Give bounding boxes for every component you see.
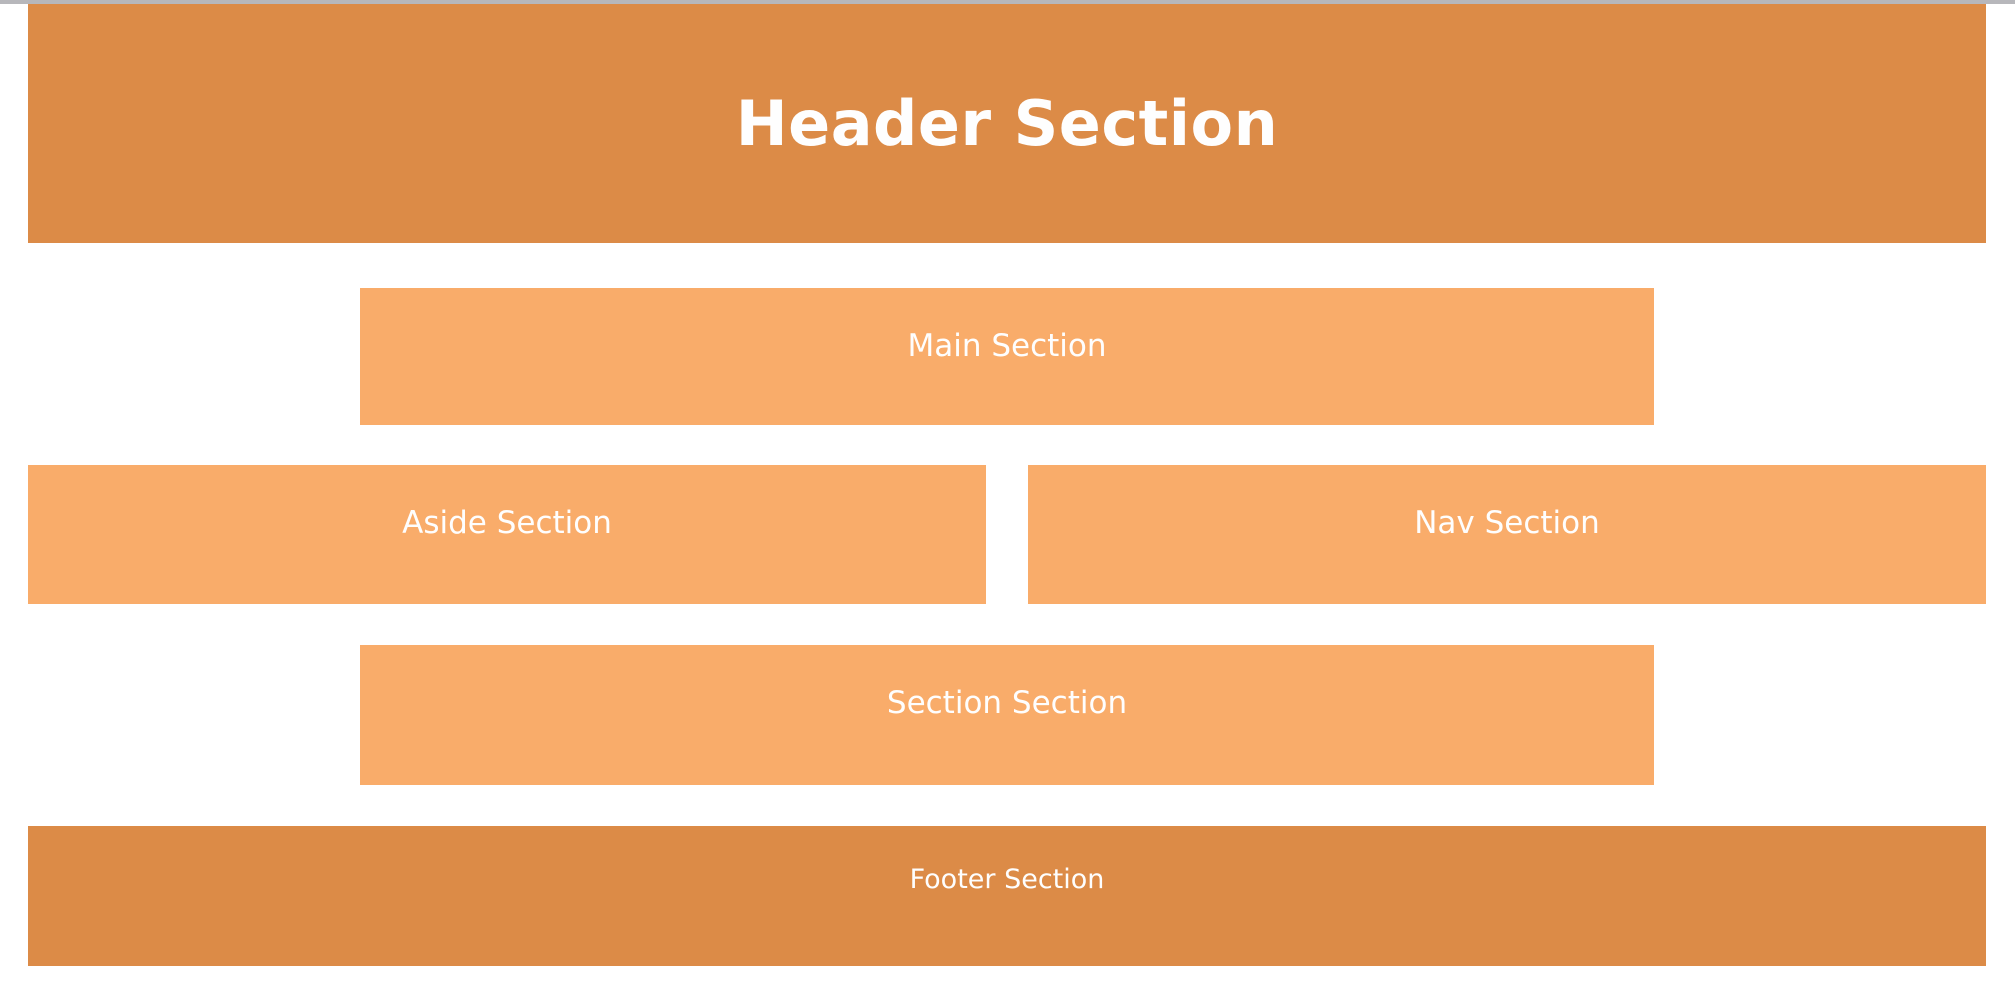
section-section: Section Section [360, 645, 1654, 785]
footer-section-label: Footer Section [909, 864, 1105, 895]
header-section: Header Section [28, 4, 1986, 243]
section-section-label: Section Section [886, 685, 1128, 721]
aside-section-label: Aside Section [402, 505, 612, 541]
nav-section-label: Nav Section [1414, 505, 1600, 541]
main-section: Main Section [360, 288, 1654, 425]
aside-section: Aside Section [28, 465, 986, 604]
header-section-label: Header Section [735, 87, 1279, 160]
page-content: Header Section Main Section Aside Sectio… [0, 4, 2015, 966]
nav-section: Nav Section [1028, 465, 1986, 604]
footer-section: Footer Section [28, 826, 1986, 966]
main-section-label: Main Section [907, 328, 1107, 364]
window-top-edge [0, 0, 2015, 4]
aside-nav-row: Aside Section Nav Section [28, 465, 1986, 604]
